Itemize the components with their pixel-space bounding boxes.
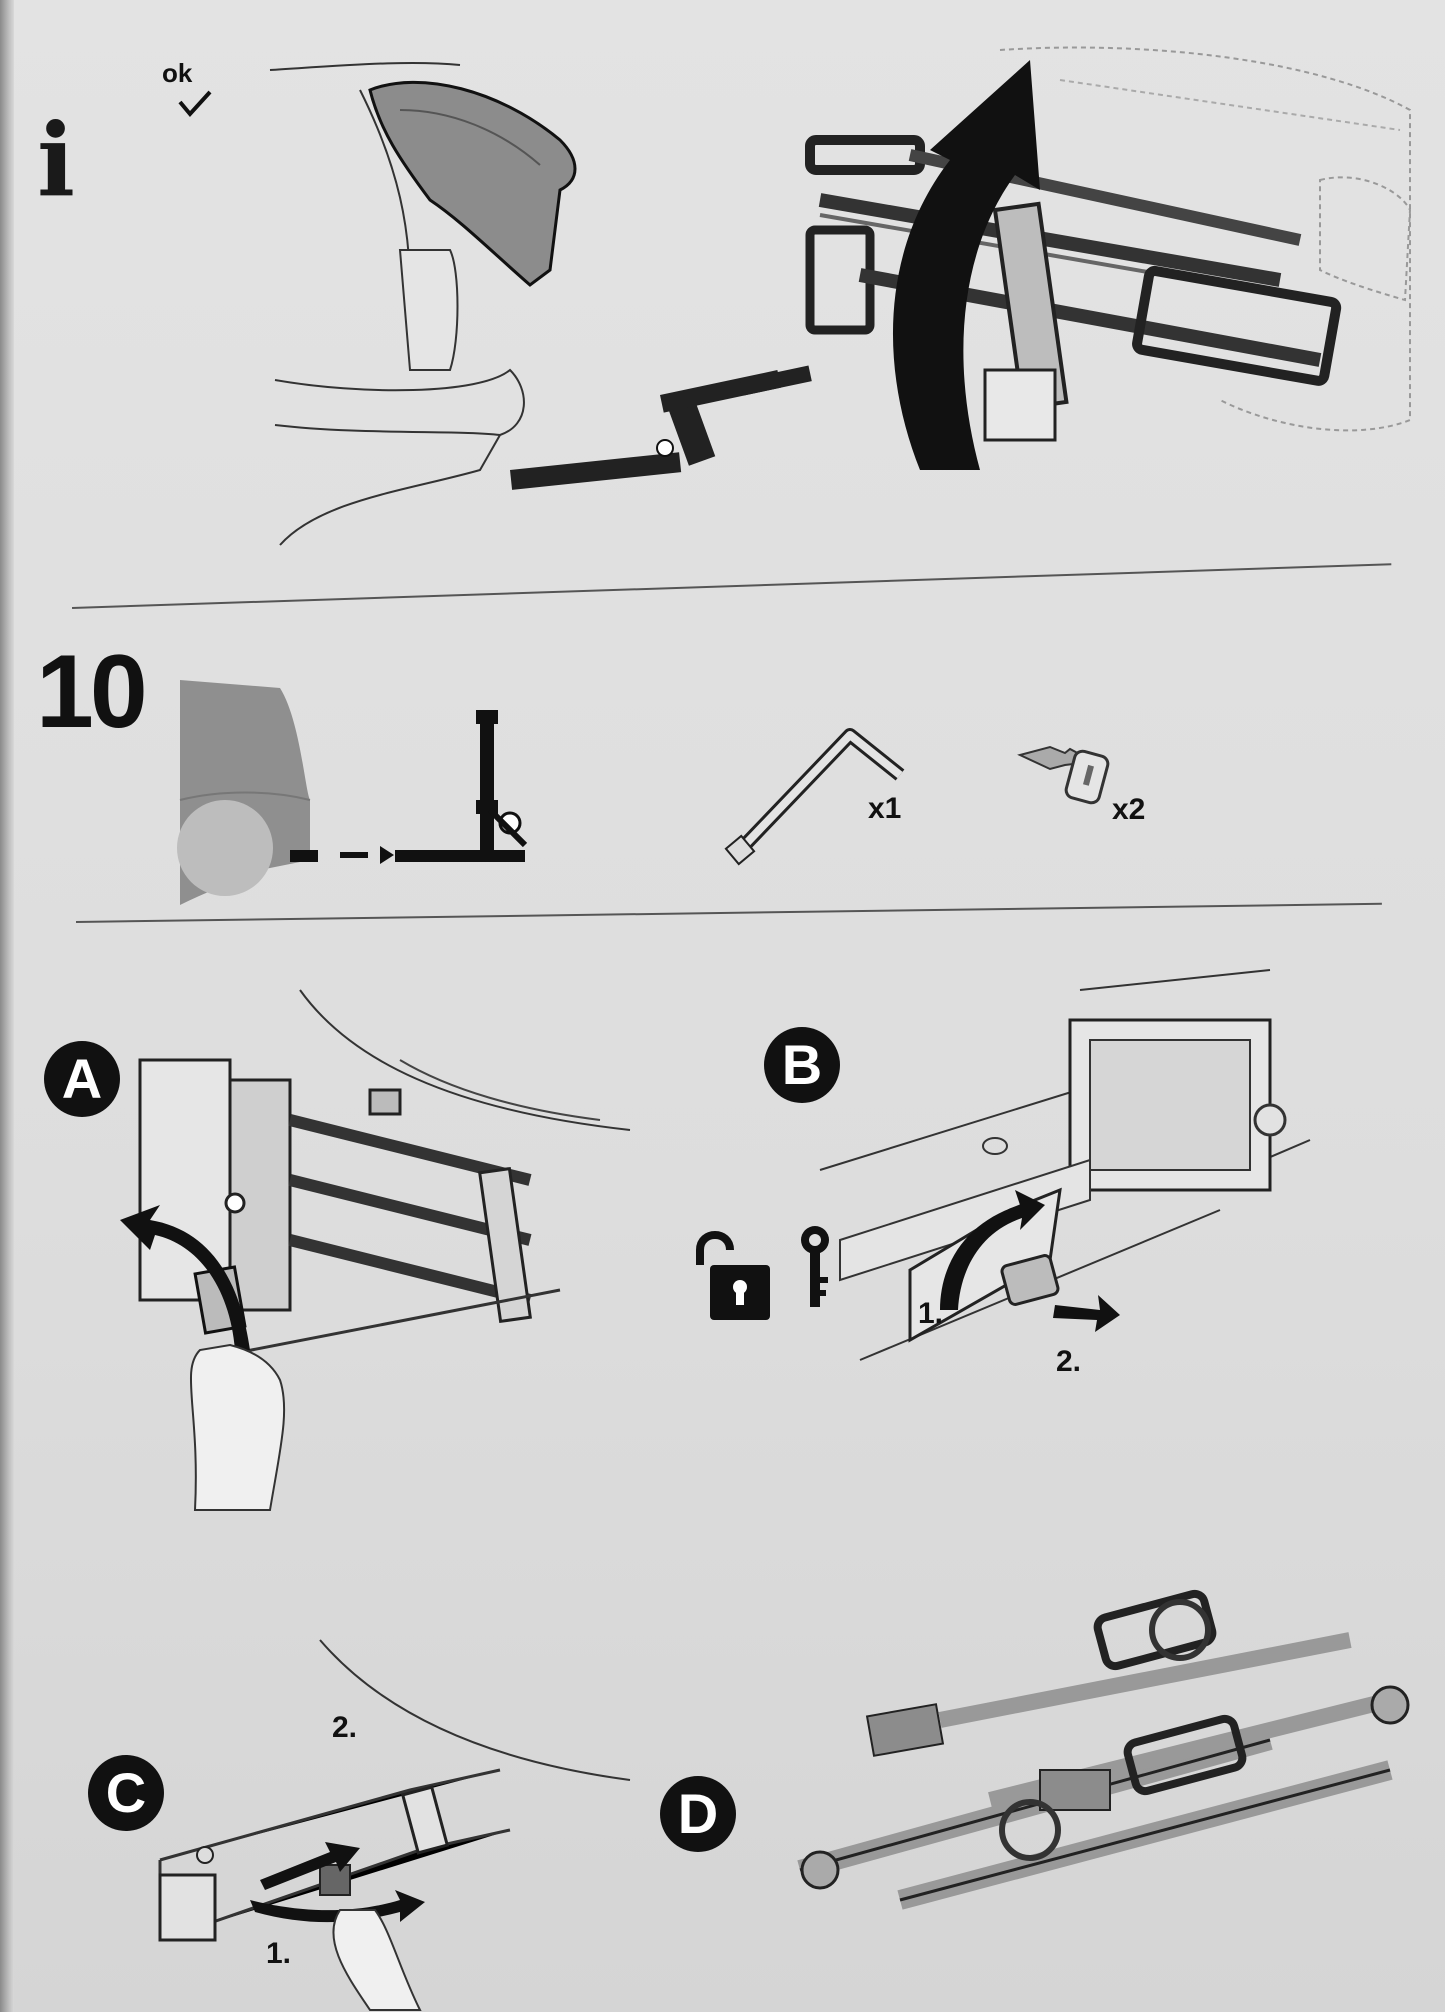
checkmark-icon (178, 90, 212, 118)
step-badge-c: C (88, 1755, 164, 1831)
info-icon: i (37, 101, 75, 219)
ok-label: ok (162, 58, 193, 88)
step-2-label: 2. (332, 1711, 358, 1744)
remove-rack-illustration (158, 1639, 631, 2011)
unlock-icon (696, 1231, 770, 1320)
step-1-label: 1. (266, 1937, 292, 1970)
hex-key-icon (724, 728, 905, 866)
step-number: 10 (36, 634, 148, 750)
pull-lever-illustration (120, 989, 631, 1511)
key-icon (801, 1226, 829, 1307)
hitch-lock-illustration (819, 969, 1311, 1361)
rack-tilt-up-illustration (805, 46, 1412, 470)
rack-removed-illustration (797, 1589, 1410, 1910)
page-binding-edge (0, 0, 14, 2012)
step-badge-d: D (660, 1776, 736, 1852)
step-badge-b: B (764, 1027, 840, 1103)
hex-key-qty: x1 (868, 792, 902, 825)
lock-key-qty: x2 (1112, 793, 1146, 826)
car-rear-fold-illustration (177, 680, 528, 905)
step-1-label: 1. (918, 1297, 944, 1330)
divider-line (72, 563, 1392, 609)
step-badge-a: A (44, 1041, 120, 1117)
car-open-trunk-illustration (269, 61, 812, 546)
step-2-label: 2. (1056, 1345, 1082, 1378)
lock-key-icon (1017, 745, 1110, 805)
